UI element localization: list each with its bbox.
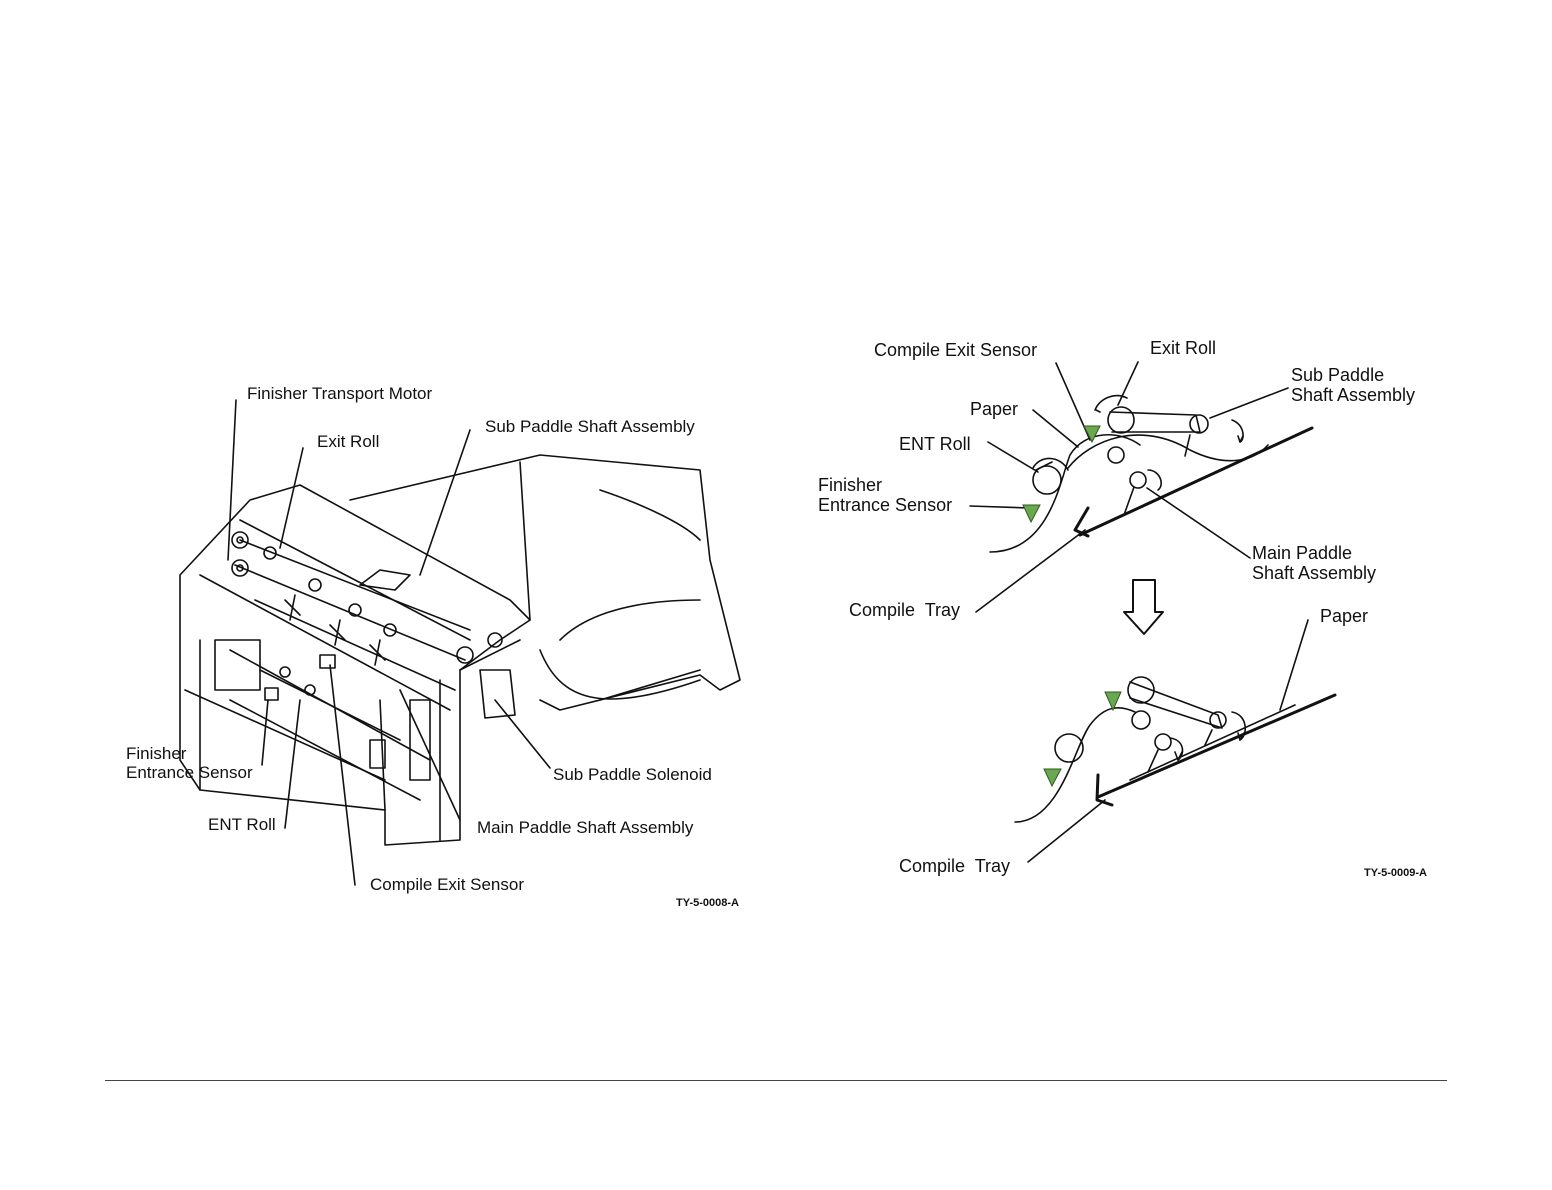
label-sub-paddle-solenoid: Sub Paddle Solenoid	[553, 765, 712, 784]
label-finisher-entrance-sensor-line2: Entrance Sensor	[126, 763, 253, 782]
label-main-paddle-line1: Main Paddle	[1252, 543, 1353, 563]
label-finisher-entrance-line1: Finisher	[818, 475, 883, 495]
label-sub-paddle-line2: Shaft Assembly	[1291, 385, 1416, 405]
label-finisher-transport-motor: Finisher Transport Motor	[247, 384, 433, 403]
figure-code-left: TY-5-0008-A	[676, 897, 739, 909]
label-sub-paddle-line1: Sub Paddle	[1291, 365, 1385, 385]
label-finisher-entrance-sensor-line1: Finisher	[126, 744, 187, 763]
label-exit-roll: Exit Roll	[317, 432, 380, 451]
label-finisher-entrance-line2: Entrance Sensor	[818, 495, 953, 515]
figure-code-right: TY-5-0009-A	[1364, 867, 1427, 879]
label-ent-roll: ENT Roll	[208, 815, 276, 834]
label-main-paddle-shaft-assembly: Main Paddle Shaft Assembly	[477, 818, 694, 837]
label-compile-tray-bottom: Compile Tray	[899, 856, 1011, 876]
footer-rule	[105, 1080, 1447, 1081]
label-paper-bottom: Paper	[1320, 606, 1369, 626]
label-main-paddle-line2: Shaft Assembly	[1252, 563, 1377, 583]
label-sub-paddle-shaft-assembly: Sub Paddle Shaft Assembly	[485, 417, 695, 436]
label-compile-tray-top: Compile Tray	[849, 600, 961, 620]
label-paper-top: Paper	[970, 399, 1019, 419]
label-exit-roll-top: Exit Roll	[1150, 338, 1217, 358]
label-ent-roll-top: ENT Roll	[899, 434, 971, 454]
label-compile-exit-sensor-top: Compile Exit Sensor	[874, 340, 1038, 360]
label-compile-exit-sensor: Compile Exit Sensor	[370, 875, 525, 894]
